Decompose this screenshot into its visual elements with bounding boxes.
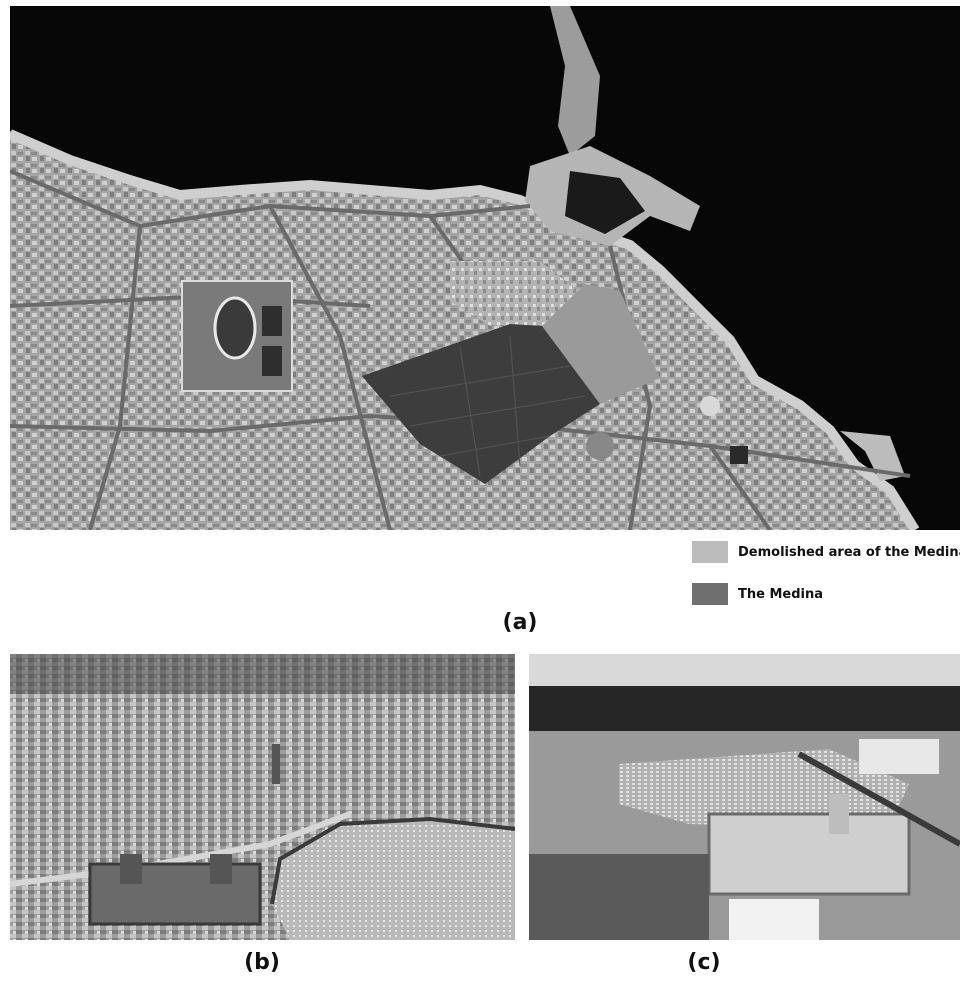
aerial-map-svg	[10, 6, 960, 530]
legend-swatch-medina	[692, 583, 728, 605]
sea	[529, 686, 960, 731]
stadium-track	[213, 296, 257, 360]
ribat-fortress	[707, 812, 911, 896]
road	[797, 751, 960, 847]
gardens	[529, 854, 709, 940]
caption-b: (b)	[244, 950, 280, 975]
modern-photo-svg	[529, 654, 960, 940]
medina-texture	[389, 335, 586, 477]
medina-area	[362, 324, 600, 484]
fortress	[88, 862, 262, 926]
breakwater	[840, 431, 905, 481]
cemetery-wall	[270, 816, 515, 905]
hotel	[859, 739, 939, 774]
harbor-water	[565, 171, 645, 234]
legend-label-demolished: Demolished area of the Medina	[738, 544, 960, 560]
caption-c: (c)	[687, 950, 721, 975]
road	[10, 811, 352, 887]
legend-swatch-demolished	[692, 541, 728, 563]
peninsula	[550, 6, 600, 156]
legend-item-medina: The Medina	[692, 582, 960, 606]
minaret	[272, 744, 280, 784]
legend-item-demolished: Demolished area of the Medina	[692, 540, 960, 564]
demolished-medina-area	[542, 284, 660, 404]
modern-aerial-photo	[529, 654, 960, 940]
historic-photo-svg	[10, 654, 515, 940]
park-area	[450, 261, 585, 326]
historic-aerial-photo	[10, 654, 515, 940]
legend-label-medina: The Medina	[738, 586, 824, 602]
aerial-map-image	[10, 6, 960, 530]
cemetery	[272, 819, 515, 940]
sea-area	[10, 6, 960, 530]
caption-a: (a)	[502, 610, 538, 635]
map-legend: Demolished area of the Medina The Medina	[692, 540, 960, 624]
sky	[529, 654, 960, 686]
